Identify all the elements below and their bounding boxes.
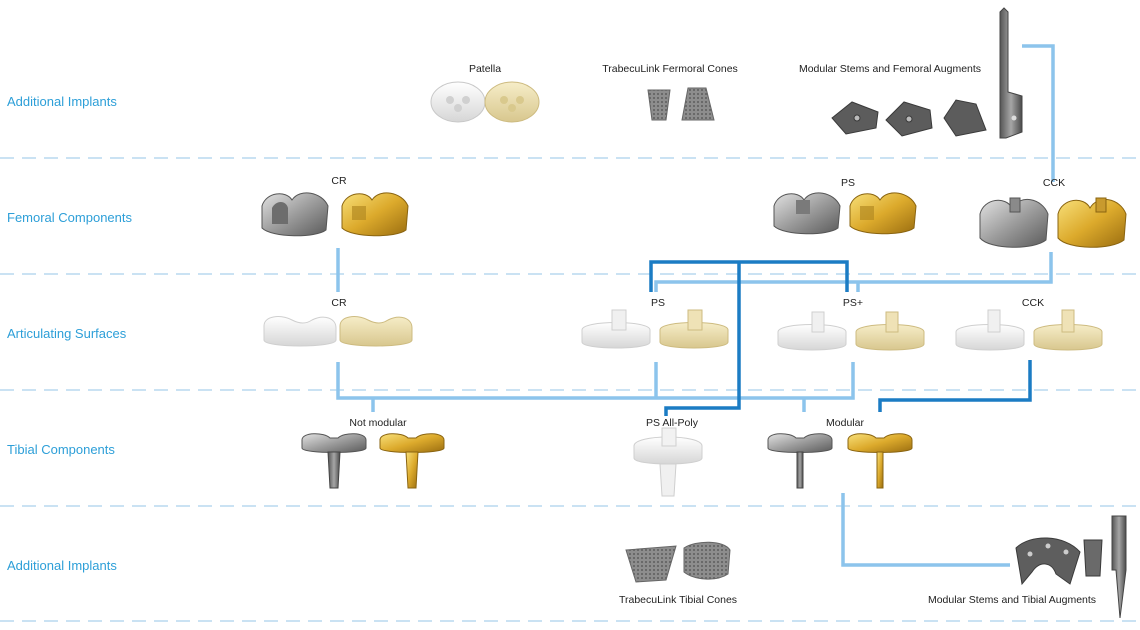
insert-ps-icon	[659, 309, 729, 349]
caption-tibial-not-modular: Not modular	[349, 417, 407, 429]
patella-white-icon	[430, 81, 486, 123]
caption-insert-cck: CCK	[1021, 297, 1045, 309]
connectors-light	[336, 44, 1055, 567]
insert-cr-icon	[339, 316, 413, 347]
caption-tibial-stems-augments: Modular Stems and Tibial Augments	[927, 594, 1097, 606]
insert-ps-icon	[581, 309, 651, 349]
tibial-tray-silver-icon	[301, 433, 367, 489]
caption-femoral-cones: TrabecuLink Fermoral Cones	[602, 63, 738, 75]
all-poly-tibia-icon	[633, 427, 703, 497]
row-label-additional-implants-tibial: Additional Implants	[7, 558, 117, 573]
connector-cck-femoral-down	[654, 252, 1053, 292]
connectors-dark	[649, 260, 1032, 416]
tibial-tray-silver-icon	[767, 433, 833, 489]
femoral-augment-icon	[831, 99, 987, 137]
caption-femoral-cck: CCK	[1042, 177, 1066, 189]
insert-ps-icon	[777, 311, 847, 351]
tibial-tray-gold-icon	[379, 433, 445, 489]
femoral-component-silver-icon	[979, 197, 1049, 248]
caption-femoral-cr: CR	[331, 175, 347, 187]
connector-cck-to-modular	[878, 360, 1032, 412]
connector-cr-insert-down	[336, 362, 855, 400]
patella-cream-icon	[484, 81, 540, 123]
connector-ps-femoral-to-insert	[649, 260, 849, 292]
connector-ps-to-allpoly	[664, 262, 741, 416]
tibial-tray-gold-icon	[847, 433, 913, 489]
caption-tibial-modular: Modular	[826, 417, 864, 429]
row-dividers	[0, 157, 1140, 622]
connector-modular-to-stems	[841, 493, 1010, 567]
caption-femoral-ps: PS	[840, 177, 856, 189]
femoral-component-gold-icon	[849, 192, 917, 235]
connector-stems-to-cck	[1022, 44, 1055, 182]
insert-ps-icon	[1033, 309, 1103, 351]
caption-tibial-all-poly: PS All-Poly	[646, 417, 698, 429]
tibial-cone-icon	[625, 541, 731, 583]
insert-ps-icon	[955, 309, 1025, 351]
row-label-additional-implants-femoral: Additional Implants	[7, 94, 117, 109]
tibial-augment-icon	[1015, 537, 1103, 586]
insert-cr-icon	[263, 316, 337, 347]
femoral-component-silver-icon	[773, 192, 841, 235]
femoral-component-gold-icon	[1057, 197, 1127, 248]
femoral-component-silver-icon	[261, 192, 329, 237]
row-label-femoral-components: Femoral Components	[7, 210, 132, 225]
caption-tibial-cones: TrabecuLink Tibial Cones	[618, 594, 738, 606]
caption-insert-cr: CR	[331, 297, 347, 309]
row-label-articulating-surfaces: Articulating Surfaces	[7, 326, 127, 341]
tibial-stem-icon	[1111, 515, 1127, 619]
row-label-tibial-components: Tibial Components	[7, 442, 115, 457]
caption-patella: Patella	[468, 63, 502, 75]
femoral-component-gold-icon	[341, 192, 409, 237]
insert-ps-icon	[855, 311, 925, 351]
caption-insert-ps: PS	[650, 297, 666, 309]
caption-insert-ps-plus: PS+	[842, 297, 864, 309]
femoral-stem-icon	[999, 7, 1023, 139]
femoral-cone-icon	[647, 87, 715, 121]
caption-femoral-stems-augments: Modular Stems and Femoral Augments	[798, 63, 982, 75]
